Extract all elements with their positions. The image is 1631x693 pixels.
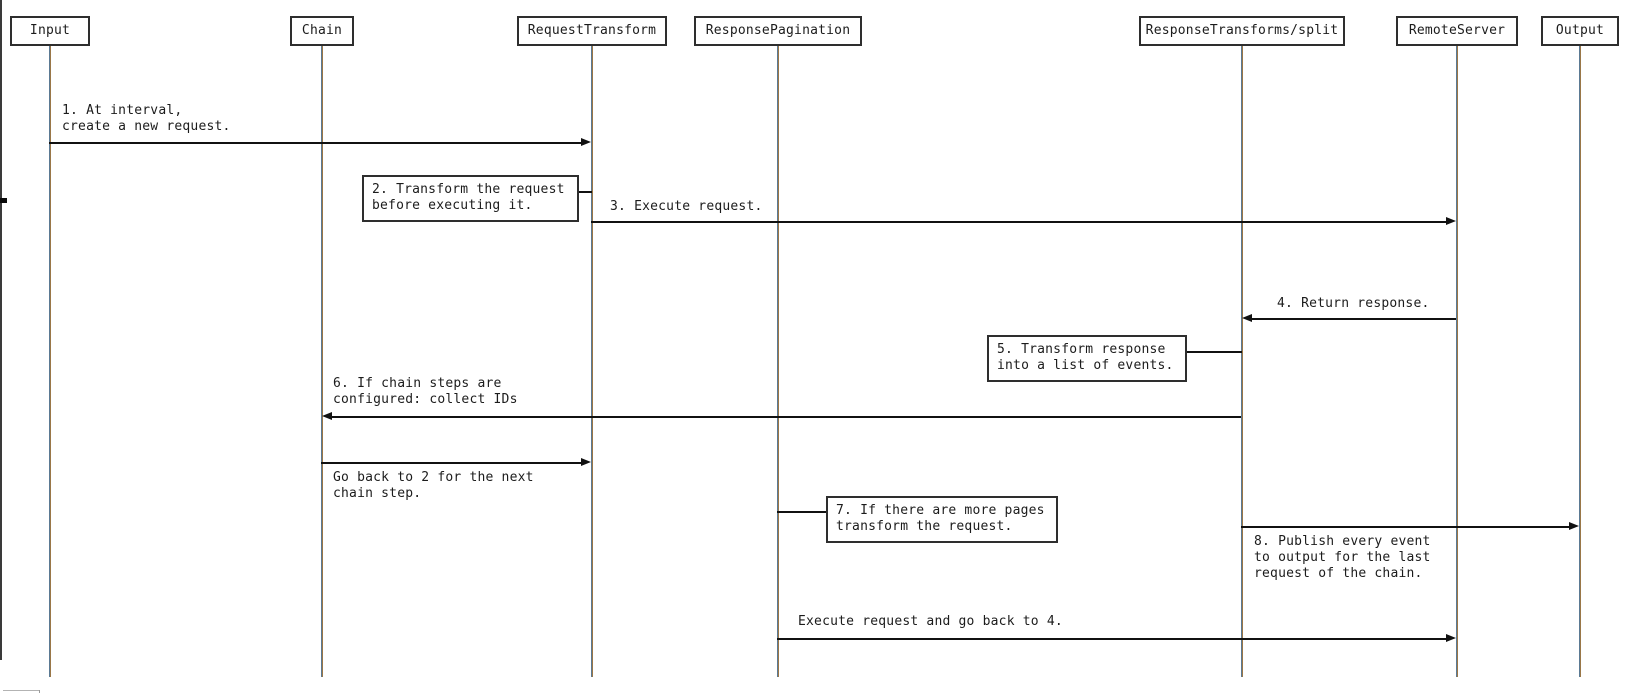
- message-1-arrowhead-icon: [581, 138, 591, 146]
- cutoff-bottom-box-edge: [3, 690, 40, 691]
- message-execute-line: [777, 638, 1451, 640]
- message-6-label: 6. If chain steps are configured: collec…: [333, 376, 518, 407]
- lifeline-response-pagination: [777, 46, 779, 677]
- message-4-label: 4. Return response.: [1277, 296, 1430, 311]
- message-7-connector: [777, 511, 826, 513]
- lifeline-request-transform: [591, 46, 593, 677]
- message-goback-arrowhead-icon: [581, 458, 591, 466]
- message-2-note: 2. Transform the request before executin…: [362, 175, 579, 222]
- lifeline-response-transforms-split: [1241, 46, 1243, 677]
- message-4-line: [1248, 318, 1456, 320]
- participant-label: Chain: [301, 23, 343, 38]
- message-1-line: [49, 142, 585, 144]
- message-8-arrowhead-icon: [1569, 522, 1579, 530]
- participant-output: Output: [1541, 16, 1619, 46]
- message-goback-label: Go back to 2 for the next chain step.: [333, 470, 534, 501]
- participant-label: ResponseTransforms/split: [1145, 23, 1339, 38]
- participant-label: Input: [29, 23, 71, 38]
- participant-remote-server: RemoteServer: [1396, 16, 1518, 46]
- message-execute-label: Execute request and go back to 4.: [798, 614, 1063, 629]
- participant-input: Input: [10, 16, 90, 46]
- window-left-border: [0, 0, 2, 660]
- message-8-label: 8. Publish every event to output for the…: [1254, 534, 1431, 581]
- message-2-connector: [579, 191, 592, 193]
- participant-label: ResponsePagination: [705, 23, 851, 38]
- left-edge-tick: [0, 198, 7, 203]
- message-3-arrowhead-icon: [1446, 217, 1456, 225]
- cutoff-bottom-box-tick: [39, 690, 40, 693]
- message-3-line: [591, 221, 1451, 223]
- participant-label: Output: [1555, 23, 1605, 38]
- participant-label: RemoteServer: [1408, 23, 1506, 38]
- message-7-note: 7. If there are more pages transform the…: [826, 496, 1058, 543]
- message-1-label: 1. At interval, create a new request.: [62, 103, 231, 134]
- participant-chain: Chain: [290, 16, 354, 46]
- participant-response-transforms-split: ResponseTransforms/split: [1139, 16, 1345, 46]
- participant-label: RequestTransform: [527, 23, 657, 38]
- lifeline-output: [1579, 46, 1581, 677]
- message-6-arrowhead-icon: [322, 412, 332, 420]
- message-5-note: 5. Transform response into a list of eve…: [987, 335, 1187, 382]
- lifeline-remote-server: [1456, 46, 1458, 677]
- message-goback-line: [321, 462, 585, 464]
- message-5-connector: [1187, 351, 1242, 353]
- message-6-line: [328, 416, 1241, 418]
- message-3-label: 3. Execute request.: [610, 199, 763, 214]
- lifeline-chain: [321, 46, 323, 677]
- lifeline-input: [49, 46, 51, 677]
- participant-request-transform: RequestTransform: [517, 16, 667, 46]
- message-4-arrowhead-icon: [1242, 314, 1252, 322]
- message-8-line: [1241, 526, 1574, 528]
- message-execute-arrowhead-icon: [1446, 634, 1456, 642]
- participant-response-pagination: ResponsePagination: [694, 16, 862, 46]
